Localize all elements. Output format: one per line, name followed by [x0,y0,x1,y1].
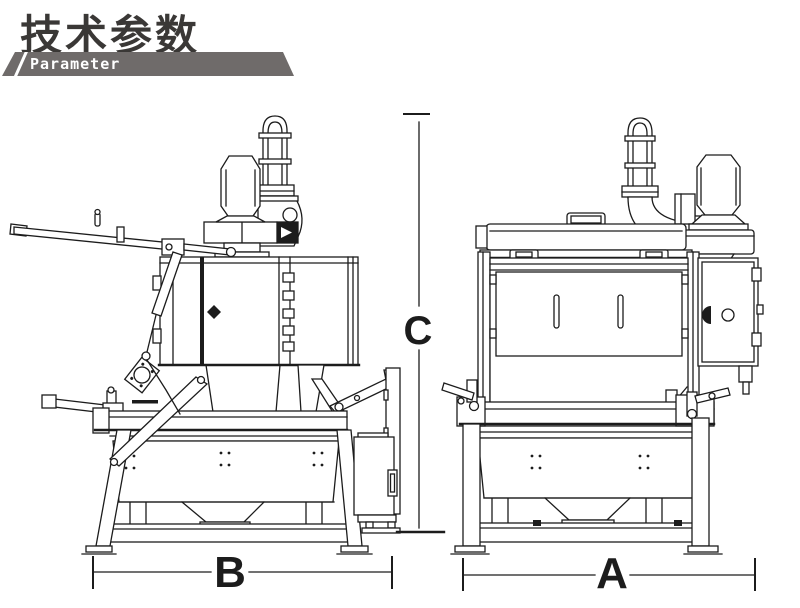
left-motor [215,155,266,223]
pivot-clamp-plate [123,356,161,394]
swing-arm-assembly [9,208,237,415]
door-handle-diamond [207,305,221,319]
banner-label: Parameter [30,55,121,73]
discharge-chute [205,364,346,415]
dimension-b: B [92,548,393,597]
left-hopper-frame [81,429,373,555]
page-title: 技术参数 [20,12,201,59]
mount-plate [203,221,299,258]
title-banner: Parameter [2,52,294,76]
dimension-label-b: B [214,548,246,597]
cabinet-handle [702,306,711,324]
right-body-box [477,251,700,419]
rivet-dots [124,451,324,470]
left-wing-latch [441,379,480,412]
side-cabinet [665,257,764,405]
dimension-c: C [395,113,446,534]
tipping-strut [109,375,209,467]
right-hopper-frame [450,417,723,555]
side-attachment-box [353,367,401,534]
left-body-box [152,256,361,367]
dimension-label-c: C [404,309,433,353]
cabinet-knob [721,308,735,322]
right-motor [674,154,749,231]
dimension-a: A [462,549,756,598]
right-machine-front-view: C [395,113,764,598]
dimension-label-a: A [596,549,628,598]
rivet-dots [530,454,650,470]
left-machine-side-view: B [9,115,401,597]
